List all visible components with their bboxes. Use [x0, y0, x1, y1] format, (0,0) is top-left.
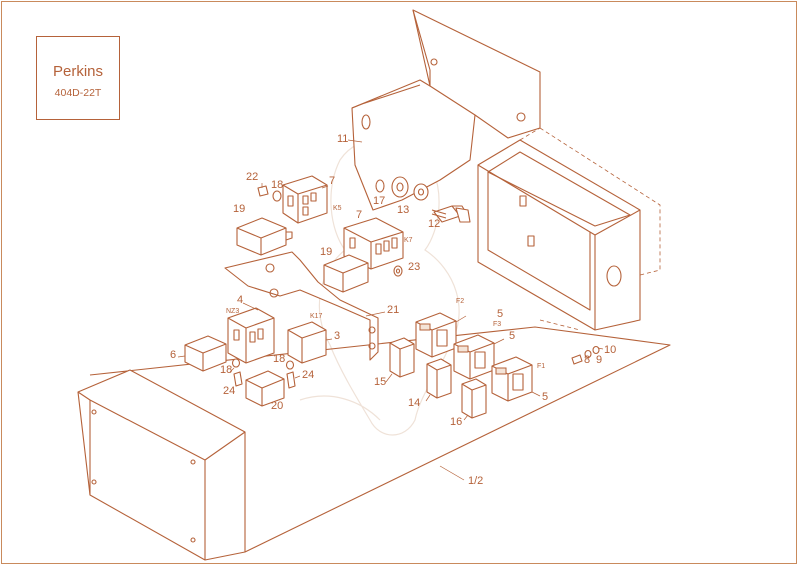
fuse-holder-f2 — [415, 312, 467, 358]
fuse-holder-f3 — [453, 334, 505, 380]
callout-5: 5 — [497, 308, 503, 320]
callout-18: 18 — [220, 364, 232, 376]
callout-f2: F2 — [456, 298, 464, 305]
callout-14: 14 — [408, 397, 420, 409]
screw-22-washer-18 — [257, 183, 282, 202]
relay-19-upper — [236, 217, 293, 256]
callout-13: 13 — [397, 204, 409, 216]
fuse-15 — [385, 337, 415, 383]
relay-k5 — [282, 175, 329, 224]
callout-18: 18 — [271, 179, 283, 191]
callout-11: 11 — [337, 133, 348, 145]
nut-23 — [393, 265, 403, 277]
brand-label-box: Perkins 404D-22T — [36, 36, 120, 120]
callout-19: 19 — [320, 246, 332, 258]
callout-18: 18 — [273, 353, 285, 365]
callout-6: 6 — [170, 349, 176, 361]
callout-12: 12 — [428, 218, 440, 230]
callout-7: 7 — [329, 175, 335, 187]
callout-16: 16 — [450, 416, 462, 428]
callout-15: 15 — [374, 376, 386, 388]
callout-23: 23 — [408, 261, 420, 273]
brand-name: Perkins — [52, 63, 104, 80]
relay-19-lower — [323, 254, 369, 293]
callout-3: 3 — [334, 330, 340, 342]
relay-k7 — [343, 217, 404, 270]
engine-model: 404D-22T — [54, 87, 102, 99]
fuse-16 — [461, 378, 487, 421]
screw-8-washers — [571, 345, 604, 365]
screws-and-washers-lower — [229, 358, 301, 389]
callout-17: 17 — [373, 195, 385, 207]
enclosure-box — [477, 127, 661, 331]
relay-6 — [177, 335, 227, 372]
relay-nz3 — [227, 302, 275, 364]
callout-nz3: NZ3 — [226, 308, 239, 315]
callout-k17: K17 — [310, 313, 323, 320]
fuse-14 — [425, 358, 452, 402]
callout-19: 19 — [233, 203, 245, 215]
bolt-and-washers — [391, 176, 471, 223]
callout-10: 10 — [604, 344, 616, 356]
callout-f1: F1 — [537, 363, 545, 370]
callout-24: 24 — [302, 369, 314, 381]
callout-4: 4 — [237, 294, 243, 306]
callout-k5: K5 — [333, 205, 342, 212]
cover-box — [77, 369, 246, 561]
relay-20 — [245, 370, 285, 407]
callout-5: 5 — [542, 391, 548, 403]
callout-24: 24 — [223, 385, 235, 397]
callout-7: 7 — [356, 209, 362, 221]
fuse-holder-f1 — [491, 356, 541, 402]
callout-1-2: 1/2 — [468, 475, 483, 487]
callout-22: 22 — [246, 171, 258, 183]
callout-f3: F3 — [493, 321, 501, 328]
mounting-plate — [224, 251, 386, 361]
callout-5: 5 — [509, 330, 515, 342]
relay-k17 — [287, 321, 333, 364]
callout-k7: K7 — [404, 237, 413, 244]
callout-21: 21 — [387, 304, 399, 316]
callout-8: 8 — [584, 354, 590, 366]
callout-9: 9 — [596, 354, 602, 366]
callout-20: 20 — [271, 400, 283, 412]
